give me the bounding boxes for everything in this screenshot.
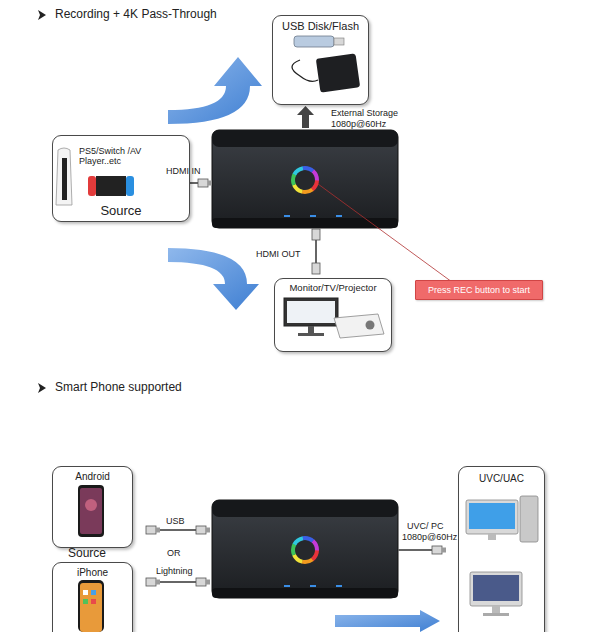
port-label: Lightning xyxy=(156,567,193,577)
signal-label: UVC/ PC xyxy=(407,522,444,532)
section-heading: Smart Phone supported xyxy=(55,381,182,394)
capture-device xyxy=(212,500,398,598)
phone-icon xyxy=(78,580,104,632)
signal-label: 1080p@60Hz xyxy=(402,533,457,543)
leader-line xyxy=(318,184,452,282)
usb-cable xyxy=(146,526,446,586)
node-title: PS5/Switch /AV Player..etc xyxy=(79,146,142,167)
node-title: iPhone xyxy=(53,567,132,579)
section-heading: Recording + 4K Pass-Through xyxy=(55,8,217,21)
source-box: PS5/Switch /AV Player..etcSource xyxy=(52,135,190,222)
node-title: UVC/UAC xyxy=(459,473,544,485)
port-label: HDMI OUT xyxy=(256,250,301,260)
display-box: Monitor/TV/Projector xyxy=(274,278,392,352)
display-icon xyxy=(284,298,384,338)
node-title: Android xyxy=(53,471,132,483)
bullet-arrow xyxy=(38,10,46,393)
signal-label: 1080p@60Hz xyxy=(331,120,386,130)
storage-arrow xyxy=(297,106,314,128)
port-label: HDMI IN xyxy=(166,167,201,177)
port-label: USB xyxy=(166,517,185,527)
signal-label: External Storage xyxy=(331,109,398,119)
host-box: UVC/UAC xyxy=(458,466,545,632)
node-title: Monitor/TV/Projector xyxy=(275,283,391,294)
storage-box: USB Disk/Flash xyxy=(272,15,369,105)
usb-storage-icon xyxy=(292,36,360,93)
node-text: Source xyxy=(53,204,189,219)
node-title: USB Disk/Flash xyxy=(273,20,368,33)
console-icon xyxy=(56,148,134,205)
port-label: OR xyxy=(167,549,181,559)
phone-box: iPhone xyxy=(52,562,133,632)
callout-box: Press REC button to start xyxy=(415,280,543,300)
computer-icon xyxy=(466,496,538,616)
phone-icon xyxy=(78,485,104,537)
capture-device xyxy=(212,130,398,228)
node-title: Press REC button to start xyxy=(416,285,542,295)
flow-arrow xyxy=(168,57,440,632)
phone-box: Android xyxy=(52,466,133,548)
source-label: Source xyxy=(68,547,106,560)
